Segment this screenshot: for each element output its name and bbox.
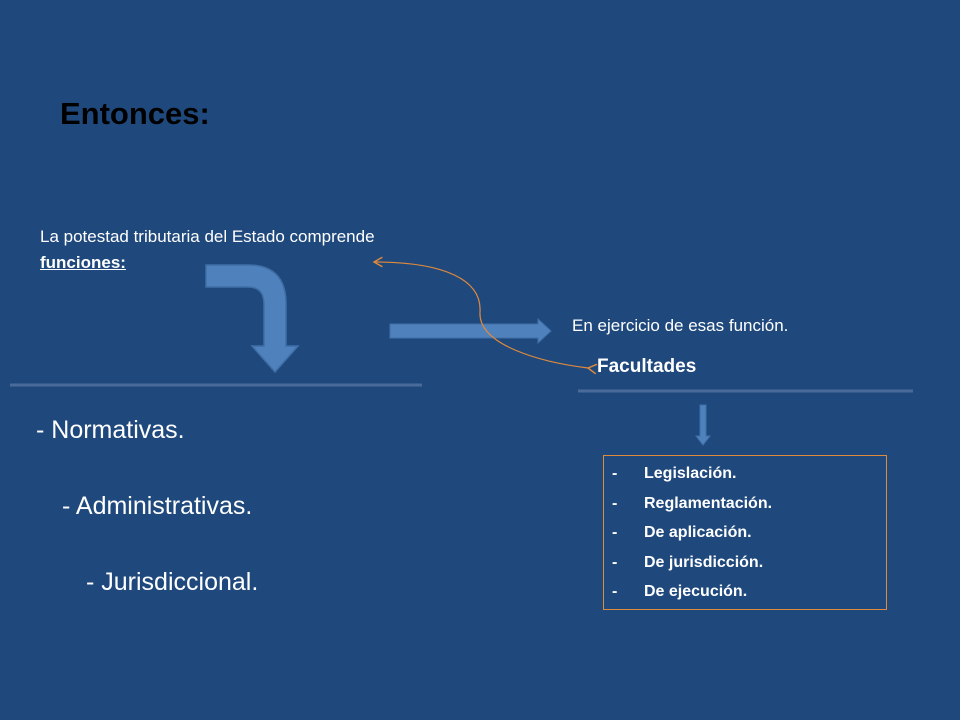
list-item-label: Legislación. bbox=[644, 465, 737, 482]
intro-underlined-word: funciones: bbox=[40, 253, 126, 272]
small-down-arrow bbox=[694, 404, 712, 446]
list-item: -De jurisdicción. bbox=[612, 553, 764, 571]
curved-connector-arrow bbox=[372, 256, 598, 375]
intro-text: La potestad tributaria del Estado compre… bbox=[40, 224, 375, 276]
list-item: -De aplicación. bbox=[612, 524, 752, 541]
exercise-text: En ejercicio de esas función. bbox=[572, 316, 789, 335]
list-item-label: De aplicación. bbox=[644, 524, 752, 541]
list-item-label: De ejecución. bbox=[644, 583, 748, 600]
right-arrow bbox=[389, 317, 552, 345]
function-item-administrativas: - Administrativas. bbox=[62, 492, 253, 520]
facultades-box: -Legislación. -Reglamentación. -De aplic… bbox=[603, 455, 887, 610]
list-item: -Reglamentación. bbox=[612, 494, 773, 512]
intro-line: La potestad tributaria del Estado compre… bbox=[40, 227, 375, 246]
list-item-label: De jurisdicción. bbox=[644, 553, 764, 571]
list-item: -De ejecución. bbox=[612, 583, 748, 600]
facultades-heading: Facultades bbox=[597, 356, 697, 377]
slide-title: Entonces: bbox=[60, 96, 210, 131]
list-item-label: Reglamentación. bbox=[644, 494, 773, 512]
function-item-normativas: - Normativas. bbox=[36, 416, 185, 444]
function-item-jurisdiccional: - Jurisdiccional. bbox=[86, 568, 259, 596]
list-item: -Legislación. bbox=[612, 465, 737, 482]
facultades-list: -Legislación. -Reglamentación. -De aplic… bbox=[612, 459, 886, 607]
bent-down-arrow bbox=[205, 264, 300, 374]
